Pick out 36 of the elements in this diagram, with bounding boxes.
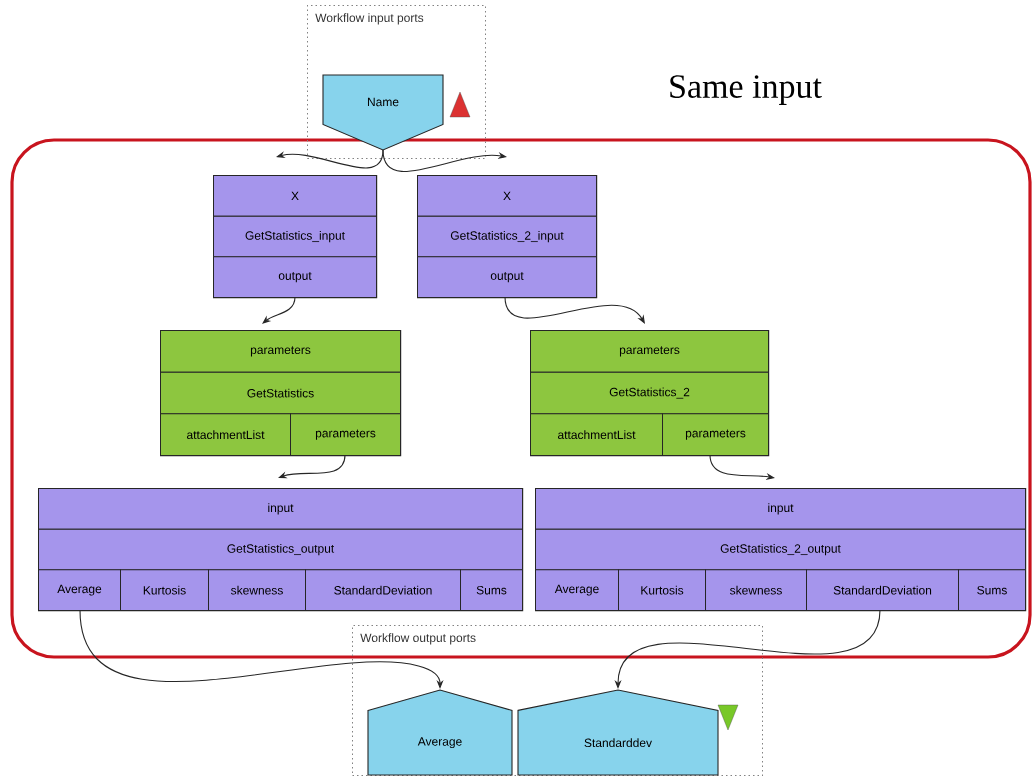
processor-box xyxy=(530,330,770,457)
arrow xyxy=(709,454,775,480)
port-cell: X xyxy=(213,175,377,217)
port-cell: Kurtosis xyxy=(618,569,706,611)
port-cell: skewness xyxy=(705,569,807,611)
port-cell: Average xyxy=(38,569,121,611)
port-cell: attachmentList xyxy=(530,413,663,456)
annotation-text: Same input xyxy=(670,75,822,105)
port-cell: X xyxy=(417,175,597,217)
arrow xyxy=(278,454,346,479)
port-cell: output xyxy=(213,256,377,298)
port-cell: Sums xyxy=(958,569,1026,611)
port-cell: Sums xyxy=(460,569,523,611)
port-cell: parameters xyxy=(530,330,769,373)
processor-box xyxy=(417,175,598,299)
port-cell: input xyxy=(535,488,1026,530)
port-cell: Average xyxy=(535,569,619,611)
port-cell: parameters xyxy=(160,330,401,373)
port-cell: attachmentList xyxy=(160,413,291,456)
processor-box xyxy=(38,488,524,612)
arrow xyxy=(504,296,645,324)
port-cell: parameters xyxy=(290,413,401,456)
processor-name-cell: GetStatistics_input xyxy=(213,215,377,258)
port-cell: input xyxy=(38,488,523,530)
processor-box xyxy=(160,330,402,457)
arrow xyxy=(79,609,444,689)
port-cell: parameters xyxy=(662,413,769,456)
processor-name-cell: GetStatistics_2_input xyxy=(417,215,597,258)
port-cell: Kurtosis xyxy=(120,569,209,611)
arrow xyxy=(382,149,507,173)
port-cell: output xyxy=(417,256,597,298)
port-cell: skewness xyxy=(208,569,306,611)
arrow xyxy=(262,296,296,324)
processor-box xyxy=(213,175,378,299)
arrow xyxy=(276,149,384,169)
processor-box xyxy=(535,488,1027,612)
